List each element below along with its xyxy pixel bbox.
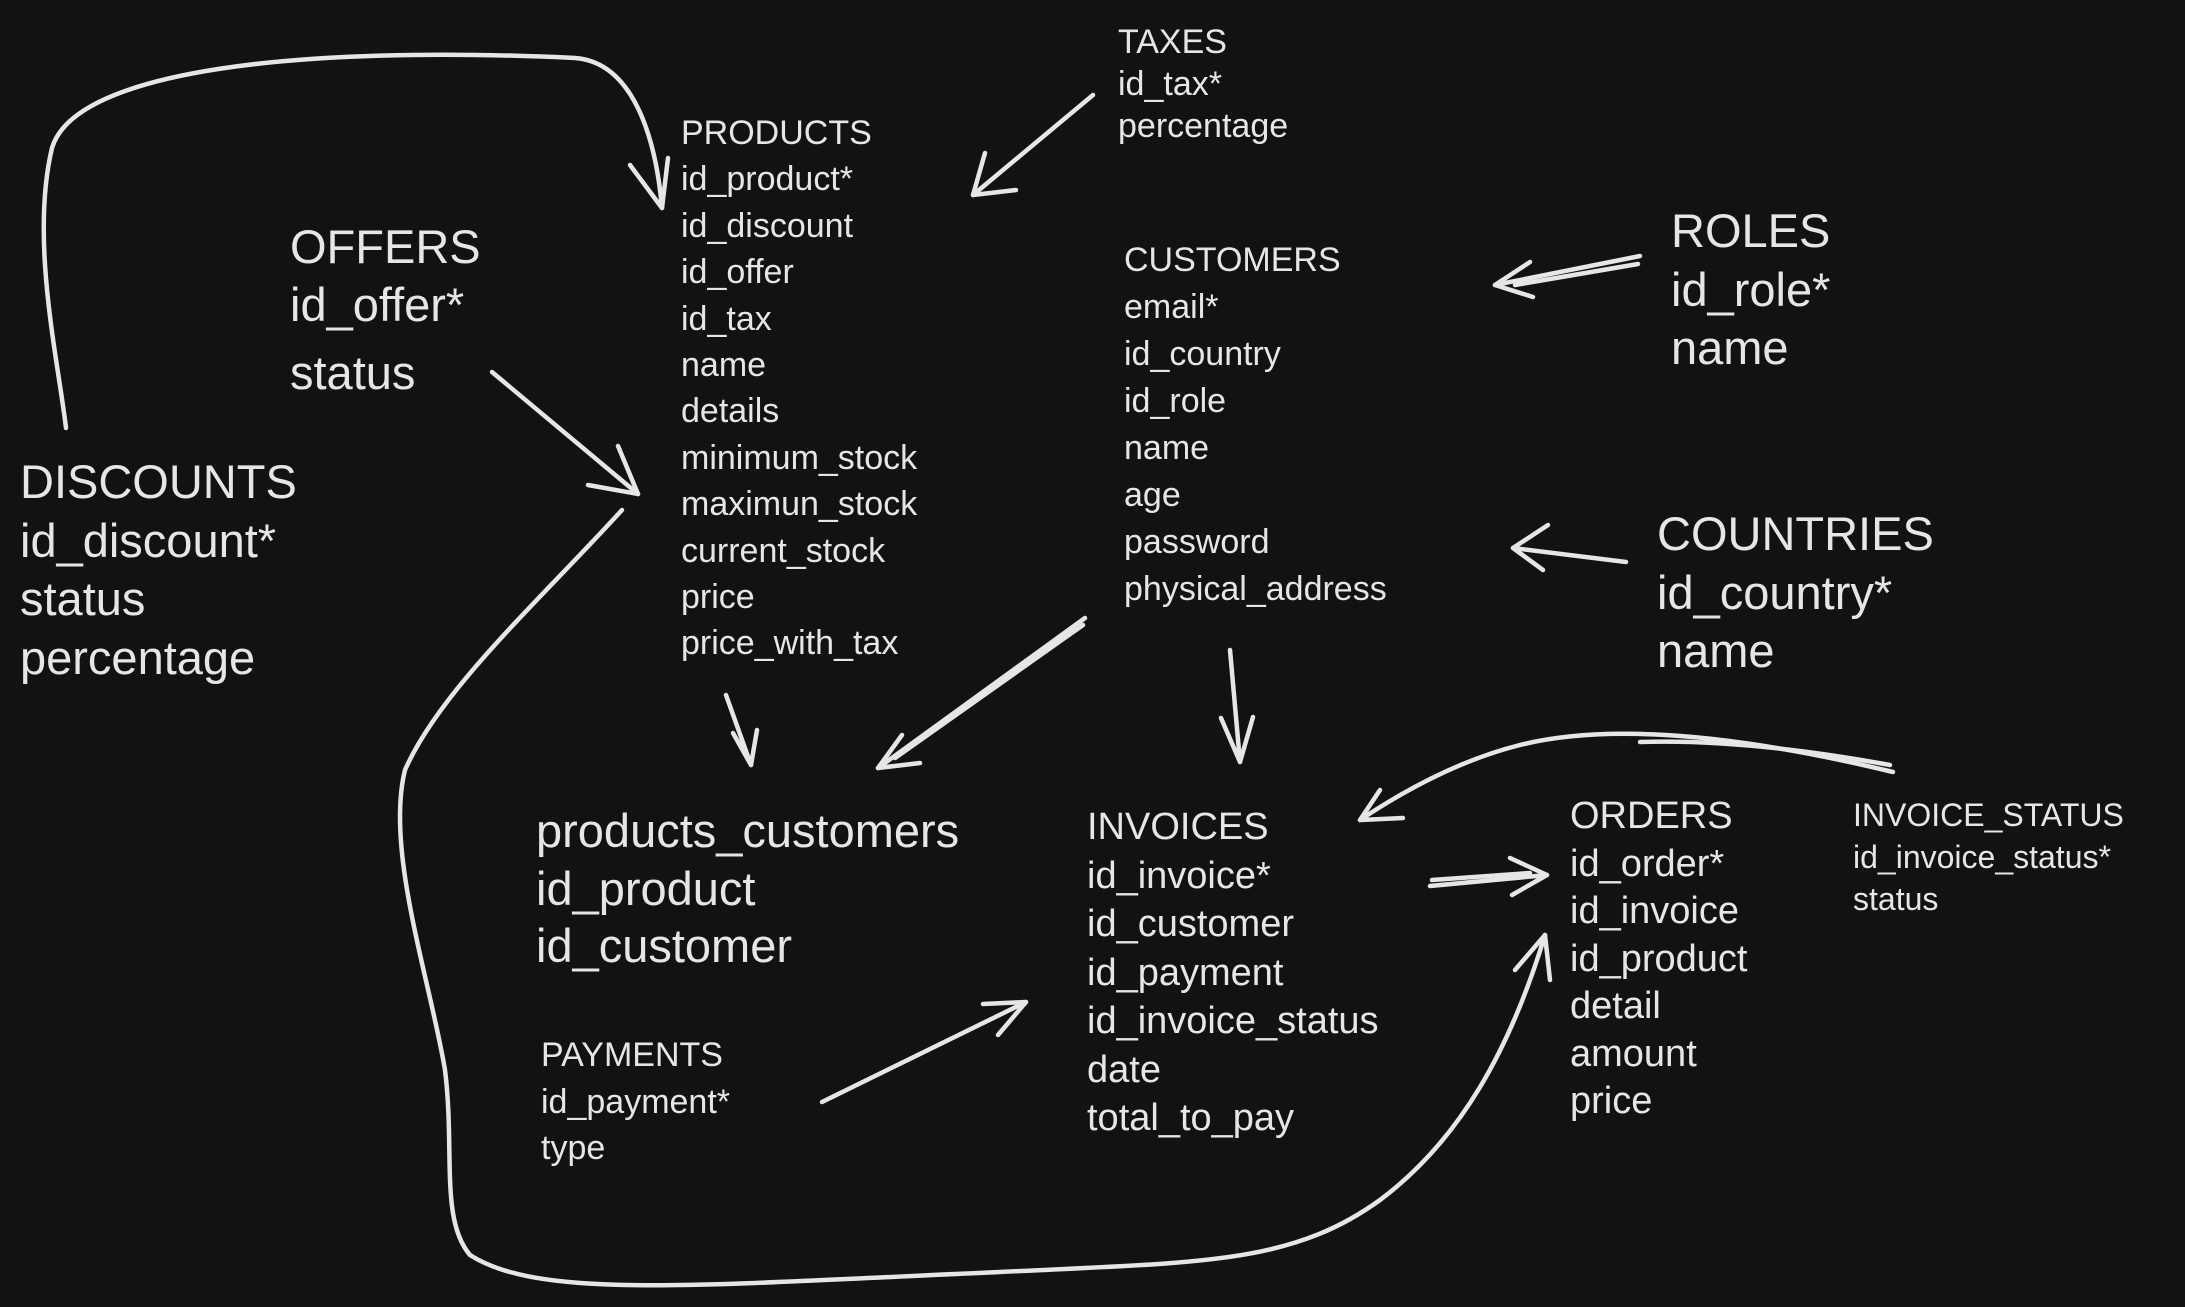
entity-field: name <box>1671 321 1789 374</box>
arrowhead-customers-to-invoices <box>1218 714 1256 765</box>
entity-field: percentage <box>20 630 256 684</box>
entity-countries: COUNTRIES id_country* name <box>1657 505 1934 681</box>
entity-field: maximun_stock <box>681 485 918 524</box>
entity-field: id_role* <box>1671 262 1831 316</box>
arrow-offers-to-products <box>489 369 641 497</box>
entity-taxes: TAXES id_tax* percentage <box>1118 21 1288 147</box>
arrowhead-roles-to-customers <box>1492 259 1536 300</box>
arrow-customers-to-products-customers-second-stroke <box>892 622 1086 761</box>
entity-field: physical_address <box>1124 570 1387 608</box>
entity-field: id_product <box>536 861 756 915</box>
entity-field: type <box>541 1129 606 1167</box>
entity-field: age <box>1124 476 1181 514</box>
arrow-taxes-to-products <box>970 92 1096 198</box>
arrowhead-products-to-orders <box>1512 932 1553 983</box>
arrow-roles-to-customers-second-stroke <box>1512 261 1641 288</box>
entity-field: status <box>290 346 416 399</box>
entity-roles: ROLES id_role* name <box>1671 202 1830 378</box>
entity-field: id_order* <box>1570 842 1725 885</box>
entity-products-customers: products_customers id_product id_custome… <box>536 802 959 975</box>
entity-title: OFFERS <box>290 220 481 273</box>
entity-field: id_country* <box>1657 565 1893 619</box>
entity-title: TAXES <box>1118 23 1227 61</box>
entity-field: details <box>681 392 780 431</box>
entity-field: price_with_tax <box>681 624 899 663</box>
entity-field: id_product <box>1570 937 1748 980</box>
entity-title: INVOICE_STATUS <box>1853 797 2124 833</box>
entity-field: id_country <box>1124 335 1281 373</box>
arrow-roles-to-customers <box>1492 253 1643 288</box>
arrowhead-customers-to-products-customers <box>875 732 923 771</box>
entity-customers: CUSTOMERS email* id_country id_role name… <box>1124 237 1387 613</box>
arrowhead-discounts-to-products <box>627 155 671 211</box>
entity-field: id_role <box>1124 382 1227 420</box>
entity-field: name <box>1124 429 1210 467</box>
entity-invoices: INVOICES id_invoice* id_customer id_paym… <box>1087 803 1379 1143</box>
entity-title: ORDERS <box>1570 795 1733 837</box>
entity-field: name <box>1657 624 1775 677</box>
entity-title: PAYMENTS <box>541 1036 723 1074</box>
arrowhead-products-to-products-customers <box>730 727 760 768</box>
entity-field: id_invoice_status <box>1087 1000 1379 1042</box>
arrow-products-to-orders <box>397 507 1548 1288</box>
arrow-customers-to-invoices <box>1227 647 1243 765</box>
entity-field: email* <box>1124 288 1219 326</box>
entity-field: name <box>681 346 767 385</box>
entity-field: id_invoice <box>1570 890 1739 932</box>
entity-field: id_payment <box>1087 951 1284 994</box>
arrowhead-taxes-to-products <box>970 150 1019 198</box>
entity-field: id_discount* <box>20 513 277 567</box>
entity-field: status <box>20 572 146 625</box>
entity-title: CUSTOMERS <box>1124 241 1341 279</box>
arrowhead-countries-to-customers <box>1510 522 1551 573</box>
arrowhead-invoices-to-orders <box>1507 855 1550 898</box>
arrow-countries-to-customers <box>1510 545 1629 565</box>
entity-title: products_customers <box>536 804 960 857</box>
entity-field: amount <box>1570 1032 1697 1075</box>
entity-field: minimum_stock <box>681 438 918 477</box>
arrow-invoices-to-orders <box>1427 872 1550 889</box>
entity-discounts: DISCOUNTS id_discount* status percentage <box>20 453 297 687</box>
entity-products: PRODUCTS id_product* id_discount id_offe… <box>681 110 917 667</box>
entity-field: detail <box>1570 985 1661 1027</box>
entity-invoice-status: INVOICE_STATUS id_invoice_status* status <box>1853 794 2124 920</box>
entity-title: COUNTRIES <box>1657 507 1934 560</box>
entity-field: id_offer <box>681 253 794 292</box>
entity-title: PRODUCTS <box>681 114 872 152</box>
entity-field: price <box>1570 1080 1653 1122</box>
entity-field: id_customer <box>536 919 792 972</box>
entity-title: INVOICES <box>1087 806 1269 848</box>
entity-field: id_payment* <box>541 1082 731 1121</box>
entity-field: price <box>681 578 755 617</box>
arrowhead-invoice-status-to-invoices <box>1357 787 1406 823</box>
arrow-invoice-status-to-invoices-second-stroke <box>1637 739 1893 768</box>
entity-field: id_discount <box>681 206 854 245</box>
entity-field: password <box>1124 523 1270 561</box>
arrow-payments-to-invoices <box>819 999 1029 1105</box>
entity-offers: OFFERS id_offer* status <box>290 218 481 412</box>
arrow-discounts-to-products <box>41 52 665 431</box>
arrowhead-payments-to-invoices <box>980 999 1029 1038</box>
entity-field: status <box>1853 881 1939 917</box>
entity-field: id_tax <box>681 299 772 338</box>
entity-field: id_invoice_status* <box>1853 839 2111 875</box>
entity-title: DISCOUNTS <box>20 455 297 508</box>
entity-orders: ORDERS id_order* id_invoice id_product d… <box>1570 793 1747 1126</box>
entity-title: ROLES <box>1671 204 1831 257</box>
entity-field: id_offer* <box>290 278 465 331</box>
arrowhead-offers-to-products <box>585 443 641 497</box>
entity-field: id_customer <box>1087 903 1294 945</box>
entity-field: id_invoice* <box>1087 854 1271 897</box>
arrow-invoices-to-orders-second-stroke <box>1429 870 1533 883</box>
entity-field: id_tax* <box>1118 65 1222 103</box>
entity-payments: PAYMENTS id_payment* type <box>541 1032 730 1172</box>
entity-field: date <box>1087 1048 1161 1091</box>
entity-field: total_to_pay <box>1087 1097 1295 1139</box>
entity-field: current_stock <box>681 531 886 570</box>
entity-field: percentage <box>1118 107 1289 145</box>
entity-field: id_product* <box>681 160 854 199</box>
